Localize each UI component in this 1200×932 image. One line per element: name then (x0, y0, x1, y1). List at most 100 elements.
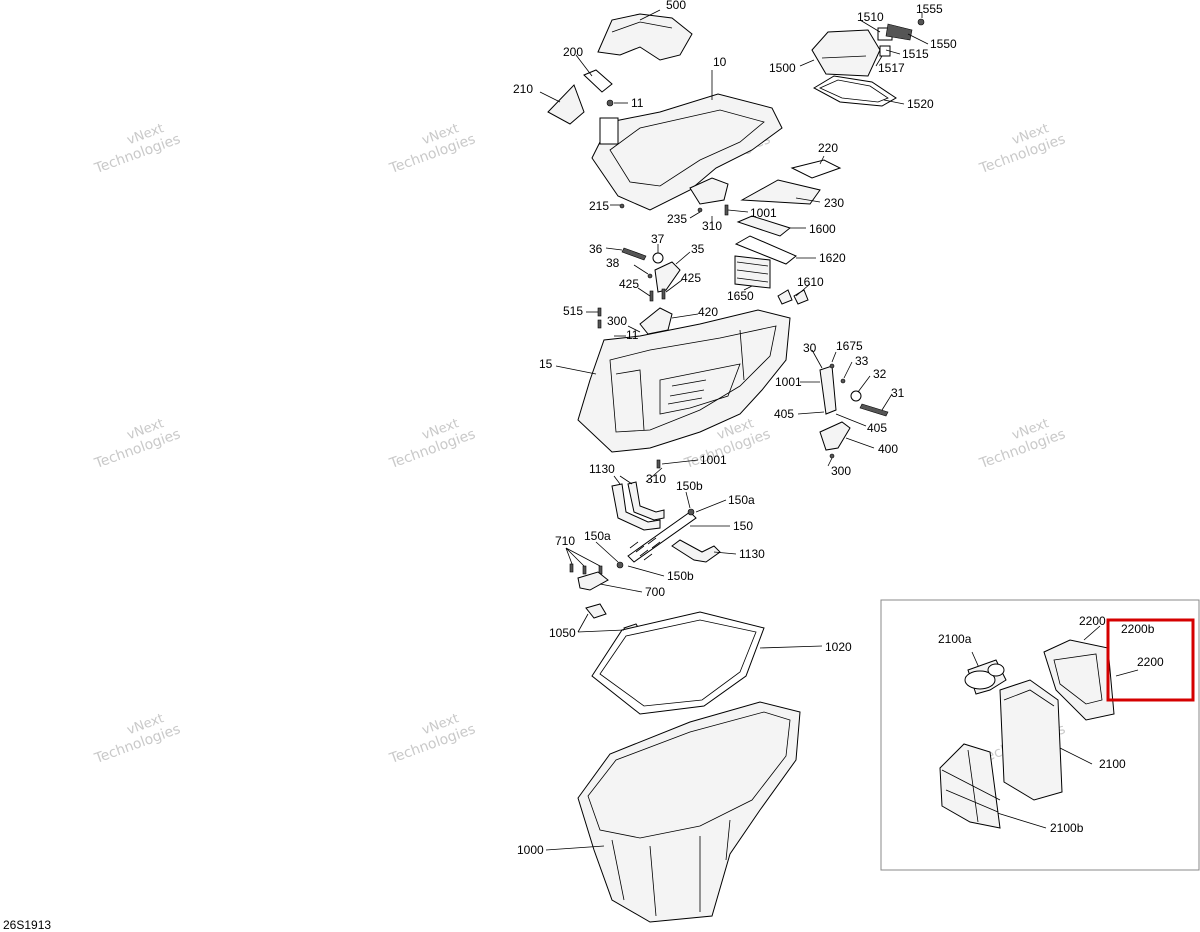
part-1610-clip (777, 289, 793, 305)
callout: 1550 (930, 37, 957, 51)
callout: 500 (666, 0, 686, 12)
watermark: vNext Technologies (387, 121, 478, 177)
part-1620-seal (734, 235, 797, 265)
part-500-windshield (597, 13, 693, 61)
callout-labels: 500 1555 1510 200 1550 1515 1500 1517 10… (513, 0, 1164, 857)
callout: 230 (824, 196, 844, 210)
callout: 38 (606, 256, 620, 270)
callout: 32 (873, 367, 887, 381)
callout: 425 (619, 277, 639, 291)
part-1000-storage-bin (577, 701, 801, 923)
part-1550 (885, 23, 913, 41)
part-37-spring (652, 252, 664, 264)
part-31-pin (859, 403, 889, 417)
callout: 400 (878, 442, 898, 456)
callout: 310 (646, 472, 666, 486)
part-15-storage-frame (577, 309, 791, 453)
callout: 1650 (727, 289, 754, 303)
watermark: vNext Technologies (92, 711, 183, 767)
watermark: vNext Technologies (977, 121, 1068, 177)
callout: 1600 (809, 222, 836, 236)
callout: 1510 (857, 10, 884, 24)
callout: 1001 (750, 206, 777, 220)
leader-lines (539, 9, 1139, 851)
part-30-hinge (819, 365, 837, 415)
part-1555 (917, 18, 925, 26)
callout: 235 (667, 212, 687, 226)
part-1520-gasket (812, 75, 897, 107)
callout: 405 (867, 421, 887, 435)
callout: 300 (831, 464, 851, 478)
callout: 33 (855, 354, 869, 368)
callout: 31 (891, 386, 905, 400)
drawing-code: 26S1913 (3, 918, 52, 932)
watermark: vNext Technologies (977, 416, 1068, 472)
part-36-pin (621, 247, 647, 261)
callout: 200 (563, 45, 583, 59)
part-10-top-frame (591, 93, 783, 211)
callout: 300 (607, 314, 627, 328)
part-shapes (547, 13, 925, 923)
callout: 150a (584, 529, 611, 543)
callout: 1555 (916, 2, 943, 16)
callout: 1610 (797, 275, 824, 289)
part-230-side-cover (740, 179, 821, 205)
part-1500-light-housing (811, 29, 881, 77)
callout: 2200 (1079, 614, 1106, 628)
part-1130-strap-right (671, 539, 721, 563)
part-1130-strap (611, 483, 661, 531)
callout: 2100 (1099, 757, 1126, 771)
part-35-hinge (654, 261, 681, 293)
callout: 700 (645, 585, 665, 599)
callout: 1517 (878, 61, 905, 75)
part-400-bracket (819, 421, 851, 451)
callout: 515 (563, 304, 583, 318)
part-700-latch (577, 571, 609, 591)
part-2100b-filter (939, 743, 1001, 829)
watermark-layer: vNext Technologies vNext Technologies vN… (92, 121, 1068, 767)
part-420-bracket (639, 307, 673, 335)
part-210-side-cover (547, 84, 585, 125)
callout: 1050 (549, 626, 576, 640)
callout: 37 (651, 232, 665, 246)
callout: 1515 (902, 47, 929, 61)
part-2100-filter-housing (999, 679, 1063, 801)
part-10-bracket (599, 117, 619, 145)
callout: 150b (667, 569, 694, 583)
watermark: vNext Technologies (387, 416, 478, 472)
callout: 215 (589, 199, 609, 213)
callout: 1001 (775, 375, 802, 389)
part-1050-latch-plate (585, 603, 607, 619)
callout: 1500 (769, 61, 796, 75)
callout: 425 (681, 271, 701, 285)
callout: 2200b (1121, 622, 1155, 636)
callout: 150a (728, 493, 755, 507)
part-1020-seal (591, 611, 765, 715)
callout: 35 (691, 242, 705, 256)
inset-parts (939, 639, 1115, 829)
callout: 30 (803, 341, 817, 355)
callout: 150 (733, 519, 753, 533)
callout: 2200 (1137, 655, 1164, 669)
callout: 11 (631, 96, 644, 110)
callout: 405 (774, 407, 794, 421)
callout: 150b (676, 479, 703, 493)
callout: 310 (702, 219, 722, 233)
callout: 10 (713, 55, 727, 69)
callout: 220 (818, 141, 838, 155)
highlight-box (1106, 618, 1195, 702)
callout: 1620 (819, 251, 846, 265)
callout: 2100b (1050, 821, 1084, 835)
callout: 1130 (589, 462, 615, 476)
callout: 1000 (517, 843, 544, 857)
callout: 1675 (836, 339, 863, 353)
part-235-latch (689, 177, 729, 205)
callout: 11 (626, 328, 639, 342)
part-32-spring (850, 390, 862, 402)
watermark: vNext Technologies (92, 121, 183, 177)
callout: 1020 (825, 640, 852, 654)
callout: 1001 (700, 453, 727, 467)
callout: 420 (698, 305, 718, 319)
callout: 1520 (907, 97, 934, 111)
part-220-gasket (790, 159, 842, 179)
